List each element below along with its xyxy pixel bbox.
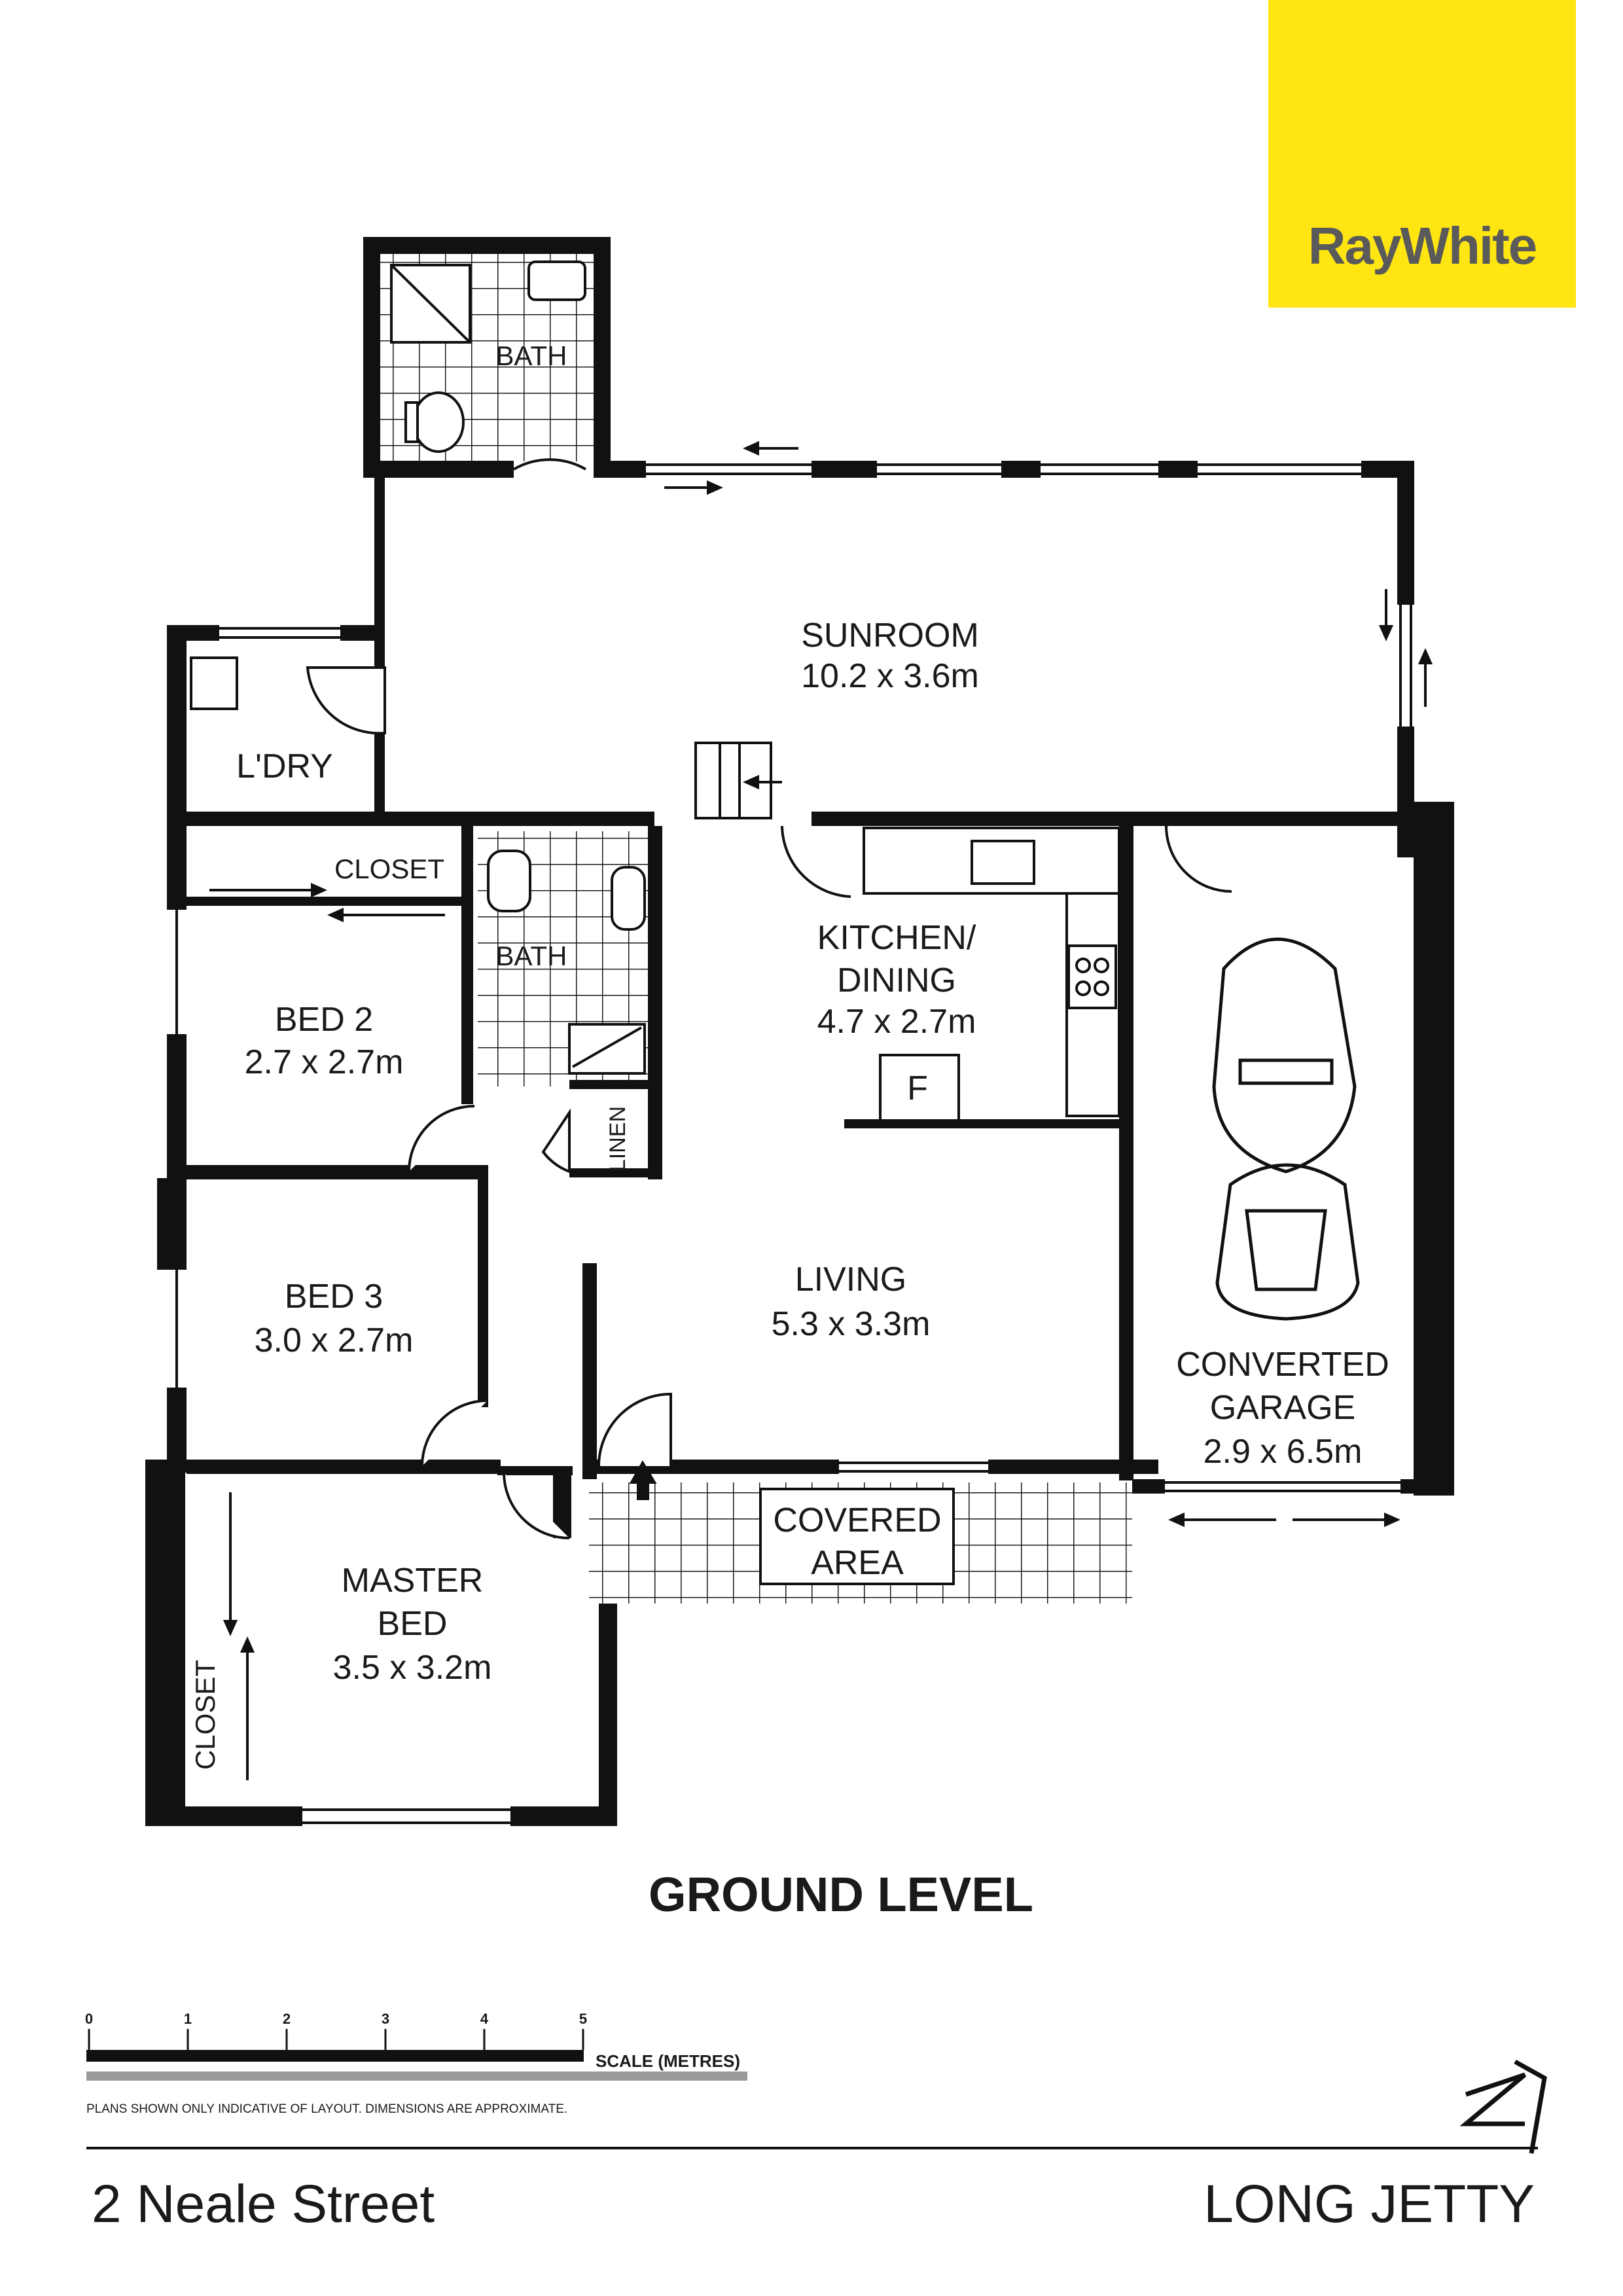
windows [175, 463, 1412, 1824]
cooktop-icon [1067, 944, 1117, 1009]
fridge-label: F [907, 1069, 928, 1107]
slide-arrows [209, 440, 1433, 1780]
sink-icon [971, 840, 1035, 885]
address: 2 Neale Street [92, 2174, 435, 2234]
covered-label-2: AREA [811, 1544, 904, 1582]
basin-top-icon [527, 260, 586, 301]
fixtures [190, 260, 1120, 1585]
master-size: 3.5 x 3.2m [333, 1649, 492, 1687]
bed3-label: BED 3 [285, 1278, 383, 1316]
master-label-1: MASTER [342, 1562, 484, 1600]
linen-label: LINEN [605, 1106, 630, 1172]
scale-tick-4: 4 [480, 2011, 489, 2027]
scale-label: SCALE (METRES) [596, 2051, 740, 2071]
toilet-top-icon [412, 391, 465, 453]
scale-tick-2: 2 [283, 2011, 291, 2027]
garage-size: 2.9 x 6.5m [1204, 1433, 1363, 1471]
garage-label-1: CONVERTED [1176, 1346, 1389, 1384]
doors [306, 458, 1232, 1539]
basin-mid-icon [611, 866, 646, 931]
laundry-tub-icon [190, 656, 238, 710]
scale-tick-0: 0 [85, 2011, 93, 2027]
bed2-size: 2.7 x 2.7m [245, 1043, 404, 1081]
laundry-label: L'DRY [236, 747, 333, 785]
covered-label-1: COVERED [773, 1501, 941, 1539]
bath-top-label: BATH [496, 340, 567, 371]
suburb: LONG JETTY [1204, 2174, 1535, 2234]
level-title: GROUND LEVEL [649, 1867, 1033, 1922]
covered-area-label-box [759, 1488, 955, 1585]
kitchen-size: 4.7 x 2.7m [817, 1003, 976, 1041]
bed3-size: 3.0 x 2.7m [255, 1321, 414, 1359]
master-label-2: BED [378, 1605, 448, 1643]
toilet-mid-icon [487, 850, 531, 912]
scale-tick-1: 1 [184, 2011, 192, 2027]
kitchen-label-1: KITCHEN/ [817, 919, 976, 957]
car-icon [1212, 937, 1360, 1321]
steps-icon [694, 742, 772, 819]
closet-master-label: CLOSET [190, 1660, 221, 1770]
logo-text: RayWhite [1308, 217, 1538, 275]
garage-label-2: GARAGE [1210, 1389, 1356, 1427]
scale-bar: 0 1 2 3 4 5 SCALE (METRES) PLANS SHOWN O… [85, 2011, 747, 2116]
sunroom-label: SUNROOM [801, 617, 979, 655]
bath-mid-label: BATH [496, 941, 567, 971]
scale-tick-3: 3 [382, 2011, 389, 2027]
scale-tick-5: 5 [579, 2011, 587, 2027]
fridge-icon [879, 1054, 960, 1122]
living-label: LIVING [795, 1261, 907, 1299]
north-arrow-icon [1459, 2059, 1547, 2154]
closet-bed2-label: CLOSET [334, 853, 444, 884]
ray-white-logo: RayWhite [1268, 0, 1576, 308]
kitchen-label-2: DINING [837, 961, 956, 999]
living-size: 5.3 x 3.3m [772, 1305, 931, 1343]
disclaimer: PLANS SHOWN ONLY INDICATIVE OF LAYOUT. D… [86, 2102, 567, 2116]
sunroom-size: 10.2 x 3.6m [801, 657, 979, 695]
bed2-label: BED 2 [275, 1001, 373, 1039]
